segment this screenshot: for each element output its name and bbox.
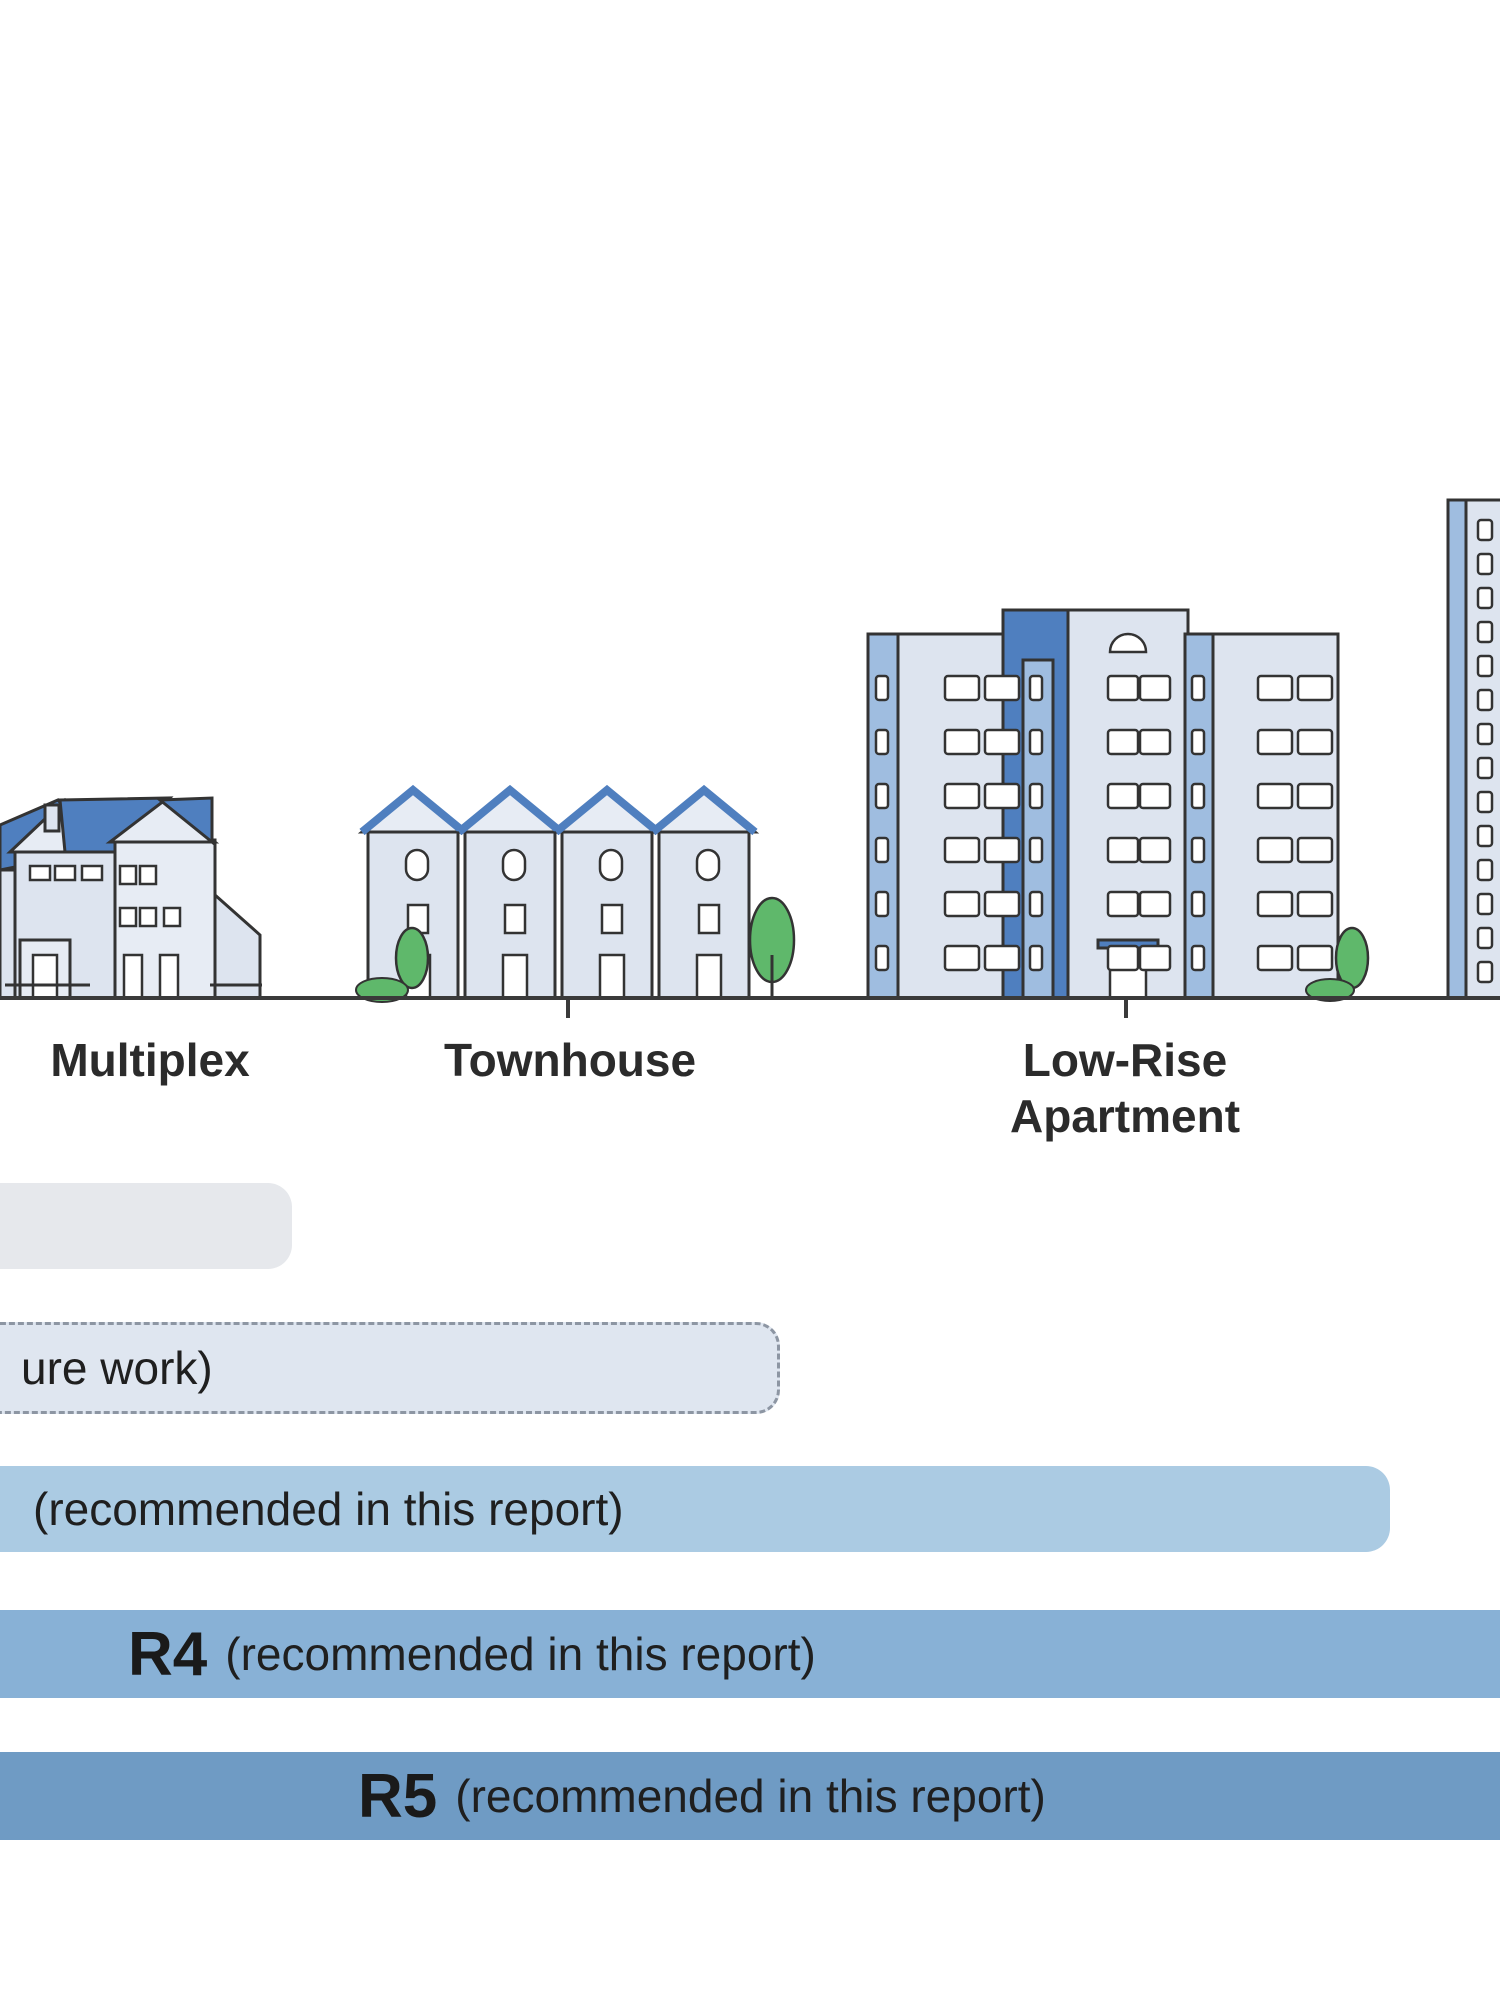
- apartment-window: [943, 890, 981, 918]
- apartment-window: [943, 782, 981, 810]
- apartment-window: [1476, 790, 1494, 814]
- apartment-window: [1476, 586, 1494, 610]
- apartment-window: [1256, 674, 1294, 702]
- apartment-window: [1106, 836, 1140, 864]
- zone-band-3: (recommended in this report): [0, 1466, 1390, 1552]
- apartment-window: [943, 944, 981, 972]
- apartment-window: [1476, 518, 1494, 542]
- apartment-window: [983, 728, 1021, 756]
- apartment-window: [1190, 836, 1206, 864]
- apartment-window: [1190, 944, 1206, 972]
- tree: [1305, 926, 1370, 1002]
- apartment-window: [1028, 728, 1044, 756]
- apartment-window: [1106, 944, 1140, 972]
- apartment-window: [983, 674, 1021, 702]
- apartment-window: [943, 674, 981, 702]
- apartment-window: [1138, 728, 1172, 756]
- apartment-window: [1256, 728, 1294, 756]
- apartment-window: [1138, 782, 1172, 810]
- apartment-window: [1296, 944, 1334, 972]
- zone-note: ure work): [21, 1342, 213, 1394]
- zone-note: (recommended in this report): [33, 1483, 624, 1535]
- zone-band-1: [0, 1183, 292, 1269]
- apartment-window: [1476, 892, 1494, 916]
- zone-code: R4: [128, 1619, 208, 1689]
- building-typology-illustration: .o { stroke: #333; stroke-width: 3; } .w…: [0, 498, 1500, 1018]
- zone-band-r4: R4 (recommended in this report): [0, 1610, 1500, 1698]
- apartment-window: [1476, 722, 1494, 746]
- apartment-window: [1256, 890, 1294, 918]
- apartment-window: [1190, 890, 1206, 918]
- apartment-window: [1106, 728, 1140, 756]
- apartment-window: [1476, 654, 1494, 678]
- apartment-window: [1296, 890, 1334, 918]
- apartment-window: [1028, 890, 1044, 918]
- apartment-window: [1138, 944, 1172, 972]
- apartment-window: [1476, 552, 1494, 576]
- apartment-window: [1476, 688, 1494, 712]
- apartment-window: [874, 728, 890, 756]
- apartment-window: [983, 836, 1021, 864]
- apartment-window: [1138, 836, 1172, 864]
- apartment-window: [1476, 620, 1494, 644]
- zone-band-r5: R5 (recommended in this report): [0, 1752, 1500, 1840]
- apartment-window: [1190, 782, 1206, 810]
- apartment-window: [1476, 926, 1494, 950]
- label-low-rise-line2: Apartment: [1009, 1090, 1241, 1142]
- apartment-window: [1106, 782, 1140, 810]
- apartment-window: [1190, 674, 1206, 702]
- apartment-window: [943, 728, 981, 756]
- apartment-window: [874, 944, 890, 972]
- apartment-window: [1476, 960, 1494, 984]
- apartment-window: [1028, 836, 1044, 864]
- apartment-window: [1106, 674, 1140, 702]
- multiplex-building: [0, 796, 262, 1000]
- label-low-rise-line1: Low-Rise: [1022, 1034, 1228, 1086]
- apartment-window: [1256, 944, 1294, 972]
- apartment-window: [1028, 944, 1044, 972]
- apartment-window: [983, 890, 1021, 918]
- apartment-window: [874, 836, 890, 864]
- label-townhouse: Townhouse: [443, 1034, 697, 1086]
- apartment-window: [943, 836, 981, 864]
- tree: [748, 896, 796, 998]
- apartment-window: [1476, 824, 1494, 848]
- apartment-window: [1476, 858, 1494, 882]
- townhouse-row: [357, 784, 760, 1000]
- apartment-window: [1106, 890, 1140, 918]
- apartment-window: [1028, 782, 1044, 810]
- apartment-window: [1028, 674, 1044, 702]
- apartment-window: [1476, 756, 1494, 780]
- zone-note: (recommended in this report): [455, 1770, 1046, 1822]
- apartment-window: [874, 674, 890, 702]
- apartment-window: [1138, 674, 1172, 702]
- apartment-window: [1190, 728, 1206, 756]
- zone-band-future-work: ure work): [0, 1322, 780, 1414]
- apartment-window: [1256, 782, 1294, 810]
- apartment-window: [1296, 782, 1334, 810]
- apartment-window: [1296, 674, 1334, 702]
- apartment-window: [1296, 836, 1334, 864]
- zone-code: R5: [358, 1761, 438, 1831]
- label-low-rise-apartment: Low-Rise Apartment: [960, 1032, 1290, 1144]
- apartment-window: [983, 782, 1021, 810]
- zone-note: (recommended in this report): [225, 1628, 816, 1680]
- high-rise-building-partial: [1446, 498, 1500, 1000]
- apartment-window: [1296, 728, 1334, 756]
- apartment-window: [1256, 836, 1294, 864]
- label-multiplex: Multiplex: [50, 1034, 250, 1086]
- apartment-window: [874, 782, 890, 810]
- apartment-window: [1138, 890, 1172, 918]
- apartment-window: [874, 890, 890, 918]
- apartment-window: [983, 944, 1021, 972]
